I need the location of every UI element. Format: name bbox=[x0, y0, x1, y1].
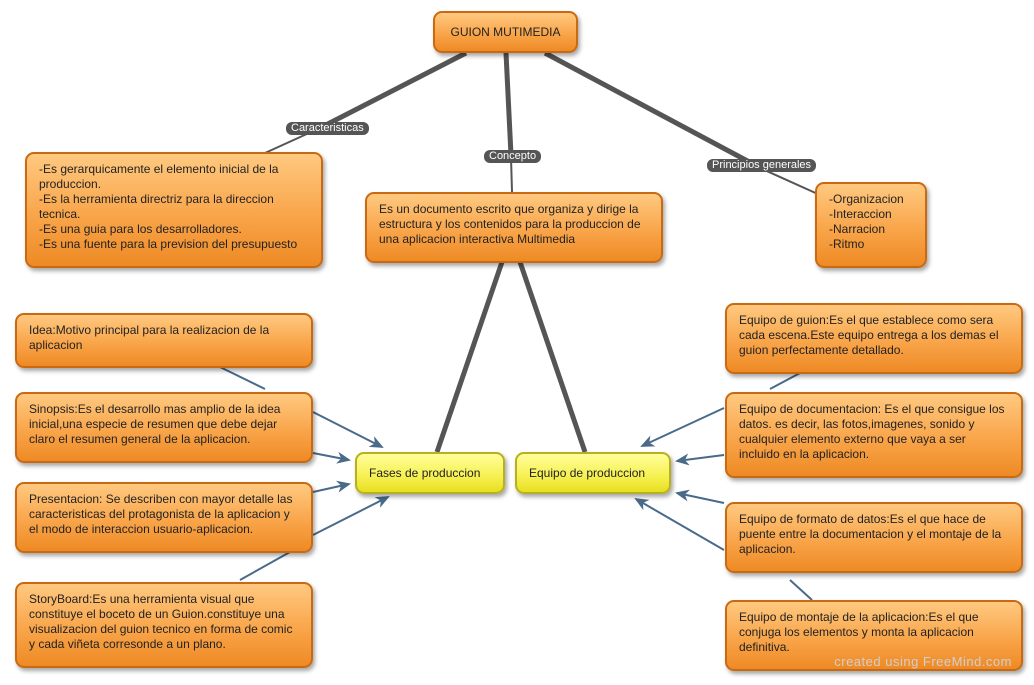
link-label-concepto: Concepto bbox=[484, 150, 542, 163]
fases-label: Fases de produccion bbox=[369, 465, 481, 480]
link-label-caracteristicas: Caracteristicas bbox=[286, 122, 369, 135]
node-concepto[interactable]: Es un documento escrito que organiza y d… bbox=[365, 192, 663, 263]
watermark: created using FreeMind.com bbox=[834, 654, 1012, 669]
node-equipo-guion[interactable]: Equipo de guion:Es el que establece como… bbox=[725, 303, 1023, 374]
root-title: GUION MUTIMEDIA bbox=[450, 24, 561, 39]
node-equipo-produccion[interactable]: Equipo de produccion bbox=[515, 452, 671, 494]
node-presentacion[interactable]: Presentacion: Se describen con mayor det… bbox=[15, 482, 313, 553]
link-label-principios: Principios generales bbox=[707, 159, 817, 172]
node-caracteristicas[interactable]: -Es gerarquicamente el elemento inicial … bbox=[25, 152, 323, 268]
node-idea[interactable]: Idea:Motivo principal para la realizacio… bbox=[15, 313, 313, 368]
node-equipo-formato[interactable]: Equipo de formato de datos:Es el que hac… bbox=[725, 502, 1023, 573]
node-equipo-documentacion[interactable]: Equipo de documentacion: Es el que consi… bbox=[725, 392, 1023, 478]
node-storyboard[interactable]: StoryBoard:Es una herramienta visual que… bbox=[15, 582, 313, 668]
node-sinopsis[interactable]: Sinopsis:Es el desarrollo mas amplio de … bbox=[15, 392, 313, 463]
node-fases-produccion[interactable]: Fases de produccion bbox=[355, 452, 505, 494]
equipo-label: Equipo de produccion bbox=[529, 465, 646, 480]
root-node[interactable]: GUION MUTIMEDIA bbox=[433, 11, 578, 53]
node-equipo-montaje[interactable]: Equipo de montaje de la aplicacion:Es el… bbox=[725, 600, 1023, 671]
node-principios[interactable]: -Organizacion -Interaccion -Narracion -R… bbox=[815, 182, 927, 268]
